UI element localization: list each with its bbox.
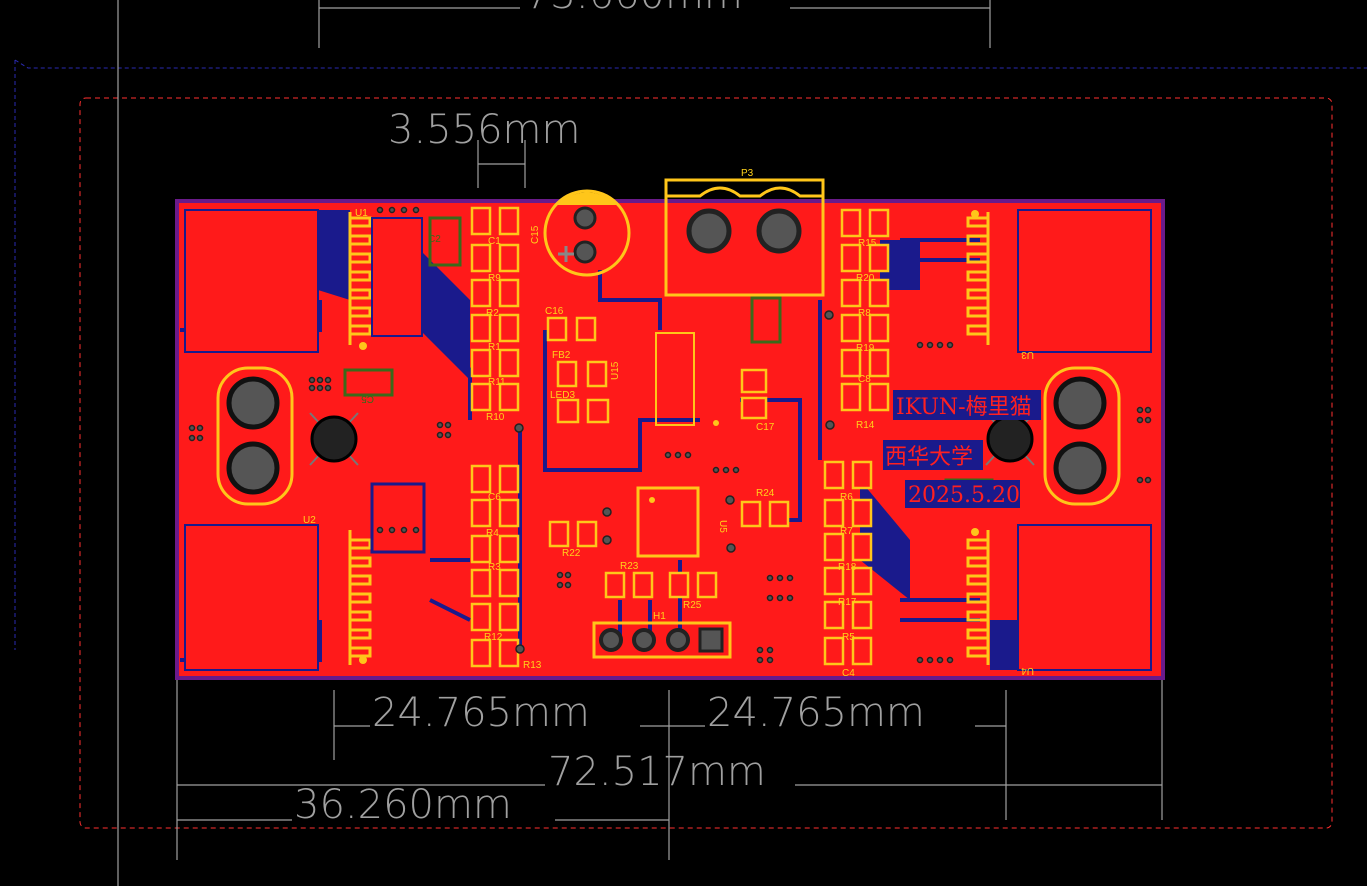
label-R9: R9 xyxy=(488,273,501,284)
label-C6: C6 xyxy=(488,492,501,503)
dimension-pitch[interactable]: 3.556mm xyxy=(388,107,580,188)
label-R13: R13 xyxy=(523,660,542,671)
blue-boundary xyxy=(14,59,1367,69)
label-H1: H1 xyxy=(653,611,666,622)
label-R12: R12 xyxy=(484,632,503,643)
dimension-left-half[interactable]: 24.765mm xyxy=(333,690,668,760)
dimension-top-text: 73.660mm xyxy=(525,0,743,18)
passives-middle[interactable]: C16 FB2 U15 LED3 C17 R22 R23 R24 R25 U5 xyxy=(545,306,790,611)
mounting-hole-left xyxy=(309,412,359,466)
passives-right[interactable]: R15 R20 R8 R19 C8 R14 R6 R7 R18 R17 R5 C… xyxy=(823,208,890,679)
passives-left[interactable]: C1 R9 R2 R1 R11 R10 C6 R4 R3 R12 R13 xyxy=(470,206,542,671)
board-text-line2: 西华大学 xyxy=(885,445,973,470)
dimension-top[interactable]: 73.660mm xyxy=(318,0,991,48)
label-R17: R17 xyxy=(838,597,857,608)
label-U1: U1 xyxy=(355,208,368,219)
vias xyxy=(188,206,1152,664)
label-C8: C8 xyxy=(858,374,871,385)
ic-U4[interactable]: U4 xyxy=(966,528,1034,676)
label-U3: U3 xyxy=(1021,349,1034,360)
label-C16: C16 xyxy=(545,306,564,317)
label-C5: C5 xyxy=(361,393,374,404)
terminal-P3[interactable]: P3 xyxy=(664,168,825,297)
power-jack-left[interactable] xyxy=(216,366,294,506)
label-R2: R2 xyxy=(486,308,499,319)
label-C17: C17 xyxy=(756,422,775,433)
dimension-right-half-text: 24.765mm xyxy=(707,690,925,736)
label-R15: R15 xyxy=(858,238,877,249)
dimension-left-half-text: 24.765mm xyxy=(372,690,590,736)
board-text-line1: IKUN-梅里猫 xyxy=(896,395,1032,420)
board-text-line3: 2025.5.20 xyxy=(908,483,1020,508)
label-R7: R7 xyxy=(840,526,853,537)
dimension-half-width-text: 36.260mm xyxy=(294,782,512,828)
label-R3: R3 xyxy=(488,562,501,573)
board-text: IKUN-梅里猫 西华大学 2025.5.20 xyxy=(883,390,1041,508)
label-R19: R19 xyxy=(856,343,875,354)
mounting-hole-right xyxy=(985,412,1035,466)
ic-U1[interactable]: U1 xyxy=(348,208,423,350)
ic-U2[interactable]: U2 xyxy=(303,482,426,665)
label-FB2: FB2 xyxy=(552,350,571,361)
label-U15: U15 xyxy=(610,361,621,380)
ic-U3[interactable]: U3 xyxy=(966,210,1034,360)
label-R4: R4 xyxy=(486,528,499,539)
dimension-right-half[interactable]: 24.765mm xyxy=(668,690,1007,820)
label-R6: R6 xyxy=(840,492,853,503)
keepout-outline xyxy=(79,97,1333,829)
label-C2: C2 xyxy=(428,234,441,245)
label-R14: R14 xyxy=(856,420,875,431)
power-jack-right[interactable] xyxy=(1043,366,1121,506)
label-R23: R23 xyxy=(620,561,639,572)
label-R22: R22 xyxy=(562,548,581,559)
label-R20: R20 xyxy=(856,273,875,284)
label-P3: P3 xyxy=(741,168,754,179)
dimension-board-width[interactable]: 72.517mm xyxy=(176,680,1163,860)
dimension-pitch-text: 3.556mm xyxy=(388,107,580,153)
capacitor-C15[interactable]: C15 xyxy=(530,189,631,277)
label-R11: R11 xyxy=(488,377,506,388)
connector-pads xyxy=(184,209,1152,671)
label-U5: U5 xyxy=(717,520,728,533)
label-R5: R5 xyxy=(842,632,855,643)
label-R18: R18 xyxy=(838,562,857,573)
label-U2: U2 xyxy=(303,515,316,526)
label-U4: U4 xyxy=(1021,665,1034,676)
label-R25: R25 xyxy=(683,600,702,611)
label-R1: R1 xyxy=(488,342,501,353)
dimension-half-width[interactable]: 36.260mm xyxy=(177,690,670,860)
label-R24: R24 xyxy=(756,488,775,499)
header-H1[interactable]: H1 xyxy=(592,611,732,659)
label-C4: C4 xyxy=(842,668,855,679)
label-LED3: LED3 xyxy=(550,390,575,401)
label-C1: C1 xyxy=(488,236,501,247)
label-R8: R8 xyxy=(858,308,871,319)
bottom-copper xyxy=(180,210,1020,670)
label-R10: R10 xyxy=(486,412,505,423)
dimension-board-width-text: 72.517mm xyxy=(548,749,766,795)
label-C15: C15 xyxy=(530,225,541,244)
